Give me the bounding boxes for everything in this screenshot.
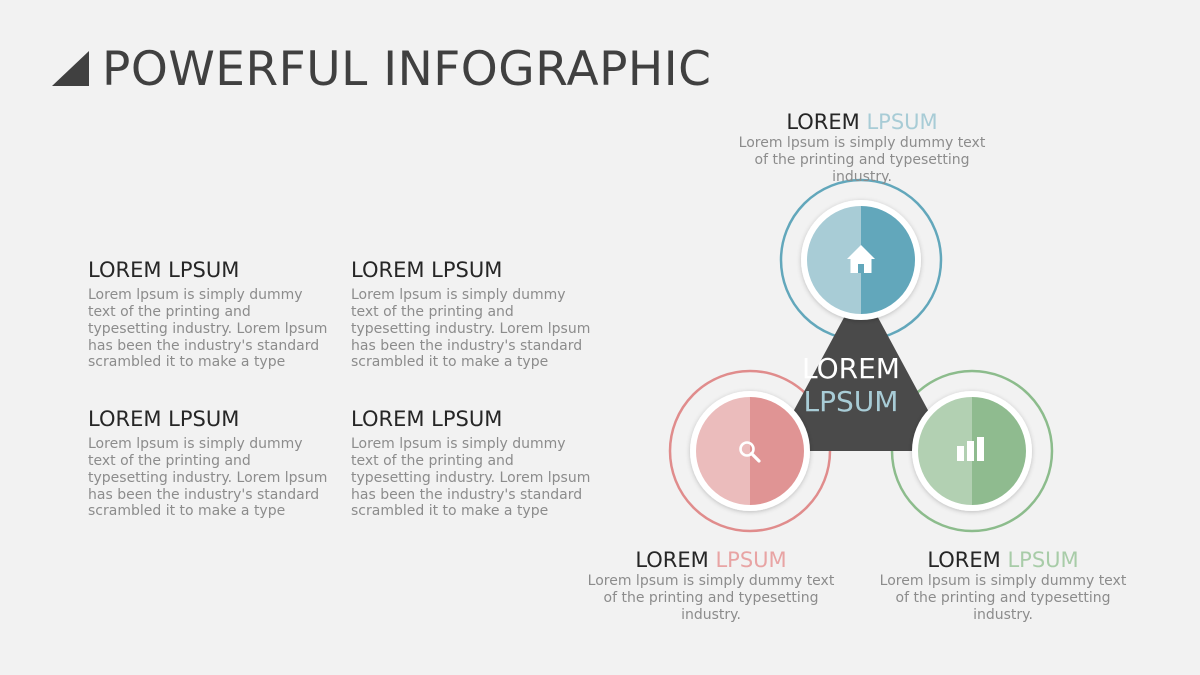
search-icon [739, 441, 761, 463]
right-node-body: Lorem lpsum is simply dummy text of the … [867, 573, 1139, 623]
left-node-body: Lorem lpsum is simply dummy text of the … [575, 573, 847, 623]
body-line: text of the printing and [88, 452, 251, 469]
body-line: has been the industry's standard [351, 337, 583, 354]
body-line: of the printing and typesetting [754, 151, 970, 168]
body-line: scrambled it to make a type [88, 354, 286, 371]
left-node [690, 391, 810, 511]
page-title: POWERFUL INFOGRAPHIC [102, 42, 712, 97]
center-label-line2: LPSUM [803, 385, 899, 418]
body-line: scrambled it to make a type [88, 503, 286, 520]
body-line: text of the printing and [351, 303, 514, 320]
top-node [801, 200, 921, 320]
body-line: of the printing and typesetting [895, 589, 1111, 606]
info-block-body: Lorem lpsum is simply dummy text of the … [351, 436, 601, 520]
body-line: Lorem lpsum is simply dummy [351, 436, 566, 453]
title-triangle-mark [52, 51, 89, 86]
home-icon [847, 245, 875, 273]
body-line: typesetting industry. Lorem lpsum [88, 320, 328, 337]
center-triangle [772, 286, 950, 451]
body-line: Lorem lpsum is simply dummy [88, 287, 303, 304]
body-line: industry. [681, 606, 741, 623]
top-node-heading: LOREM LPSUM [726, 110, 998, 135]
body-line: Lorem lpsum is simply dummy [88, 436, 303, 453]
body-line: typesetting industry. Lorem lpsum [351, 320, 591, 337]
info-block-heading: LOREM LPSUM [351, 258, 503, 282]
body-line: has been the industry's standard [88, 486, 320, 503]
left-node-label: LOREM LPSUM Lorem lpsum is simply dummy … [575, 548, 847, 624]
info-block-heading: LOREM LPSUM [88, 407, 240, 431]
body-line: typesetting industry. Lorem lpsum [351, 469, 591, 486]
right-node-label: LOREM LPSUM Lorem lpsum is simply dummy … [867, 548, 1139, 624]
top-node-label: LOREM LPSUM Lorem lpsum is simply dummy … [726, 110, 998, 186]
body-line: Lorem lpsum is simply dummy text [879, 573, 1127, 590]
body-line: scrambled it to make a type [351, 503, 549, 520]
center-label: LOREM LPSUM [771, 352, 931, 418]
info-block-body: Lorem lpsum is simply dummy text of the … [88, 287, 338, 371]
body-line: Lorem lpsum is simply dummy text [587, 573, 835, 590]
heading-accent-word: LPSUM [866, 110, 938, 134]
body-line: industry. [973, 606, 1033, 623]
bar-chart-icon [957, 437, 984, 461]
info-block-1: LOREM LPSUM Lorem lpsum is simply dummy … [88, 258, 338, 371]
heading-accent-word: LPSUM [1007, 548, 1079, 572]
body-line: typesetting industry. Lorem lpsum [88, 469, 328, 486]
body-line: of the printing and typesetting [603, 589, 819, 606]
heading-dark-word: LOREM [927, 548, 1001, 572]
left-node-heading: LOREM LPSUM [575, 548, 847, 573]
right-node-heading: LOREM LPSUM [867, 548, 1139, 573]
body-line: has been the industry's standard [351, 486, 583, 503]
info-block-body: Lorem lpsum is simply dummy text of the … [351, 287, 601, 371]
info-block-heading: LOREM LPSUM [88, 258, 240, 282]
body-line: scrambled it to make a type [351, 354, 549, 371]
heading-dark-word: LOREM [786, 110, 860, 134]
center-label-line1: LOREM [802, 352, 900, 385]
heading-dark-word: LOREM [635, 548, 709, 572]
top-node-body: Lorem lpsum is simply dummy text of the … [726, 135, 998, 185]
body-line: Lorem lpsum is simply dummy text [738, 135, 986, 152]
right-node [912, 391, 1032, 511]
info-block-3: LOREM LPSUM Lorem lpsum is simply dummy … [88, 407, 338, 520]
body-line: has been the industry's standard [88, 337, 320, 354]
body-line: text of the printing and [351, 452, 514, 469]
info-block-4: LOREM LPSUM Lorem lpsum is simply dummy … [351, 407, 601, 520]
heading-accent-word: LPSUM [715, 548, 787, 572]
info-block-heading: LOREM LPSUM [351, 407, 503, 431]
info-block-2: LOREM LPSUM Lorem lpsum is simply dummy … [351, 258, 601, 371]
info-block-body: Lorem lpsum is simply dummy text of the … [88, 436, 338, 520]
body-line: industry. [832, 168, 892, 185]
body-line: Lorem lpsum is simply dummy [351, 287, 566, 304]
body-line: text of the printing and [88, 303, 251, 320]
